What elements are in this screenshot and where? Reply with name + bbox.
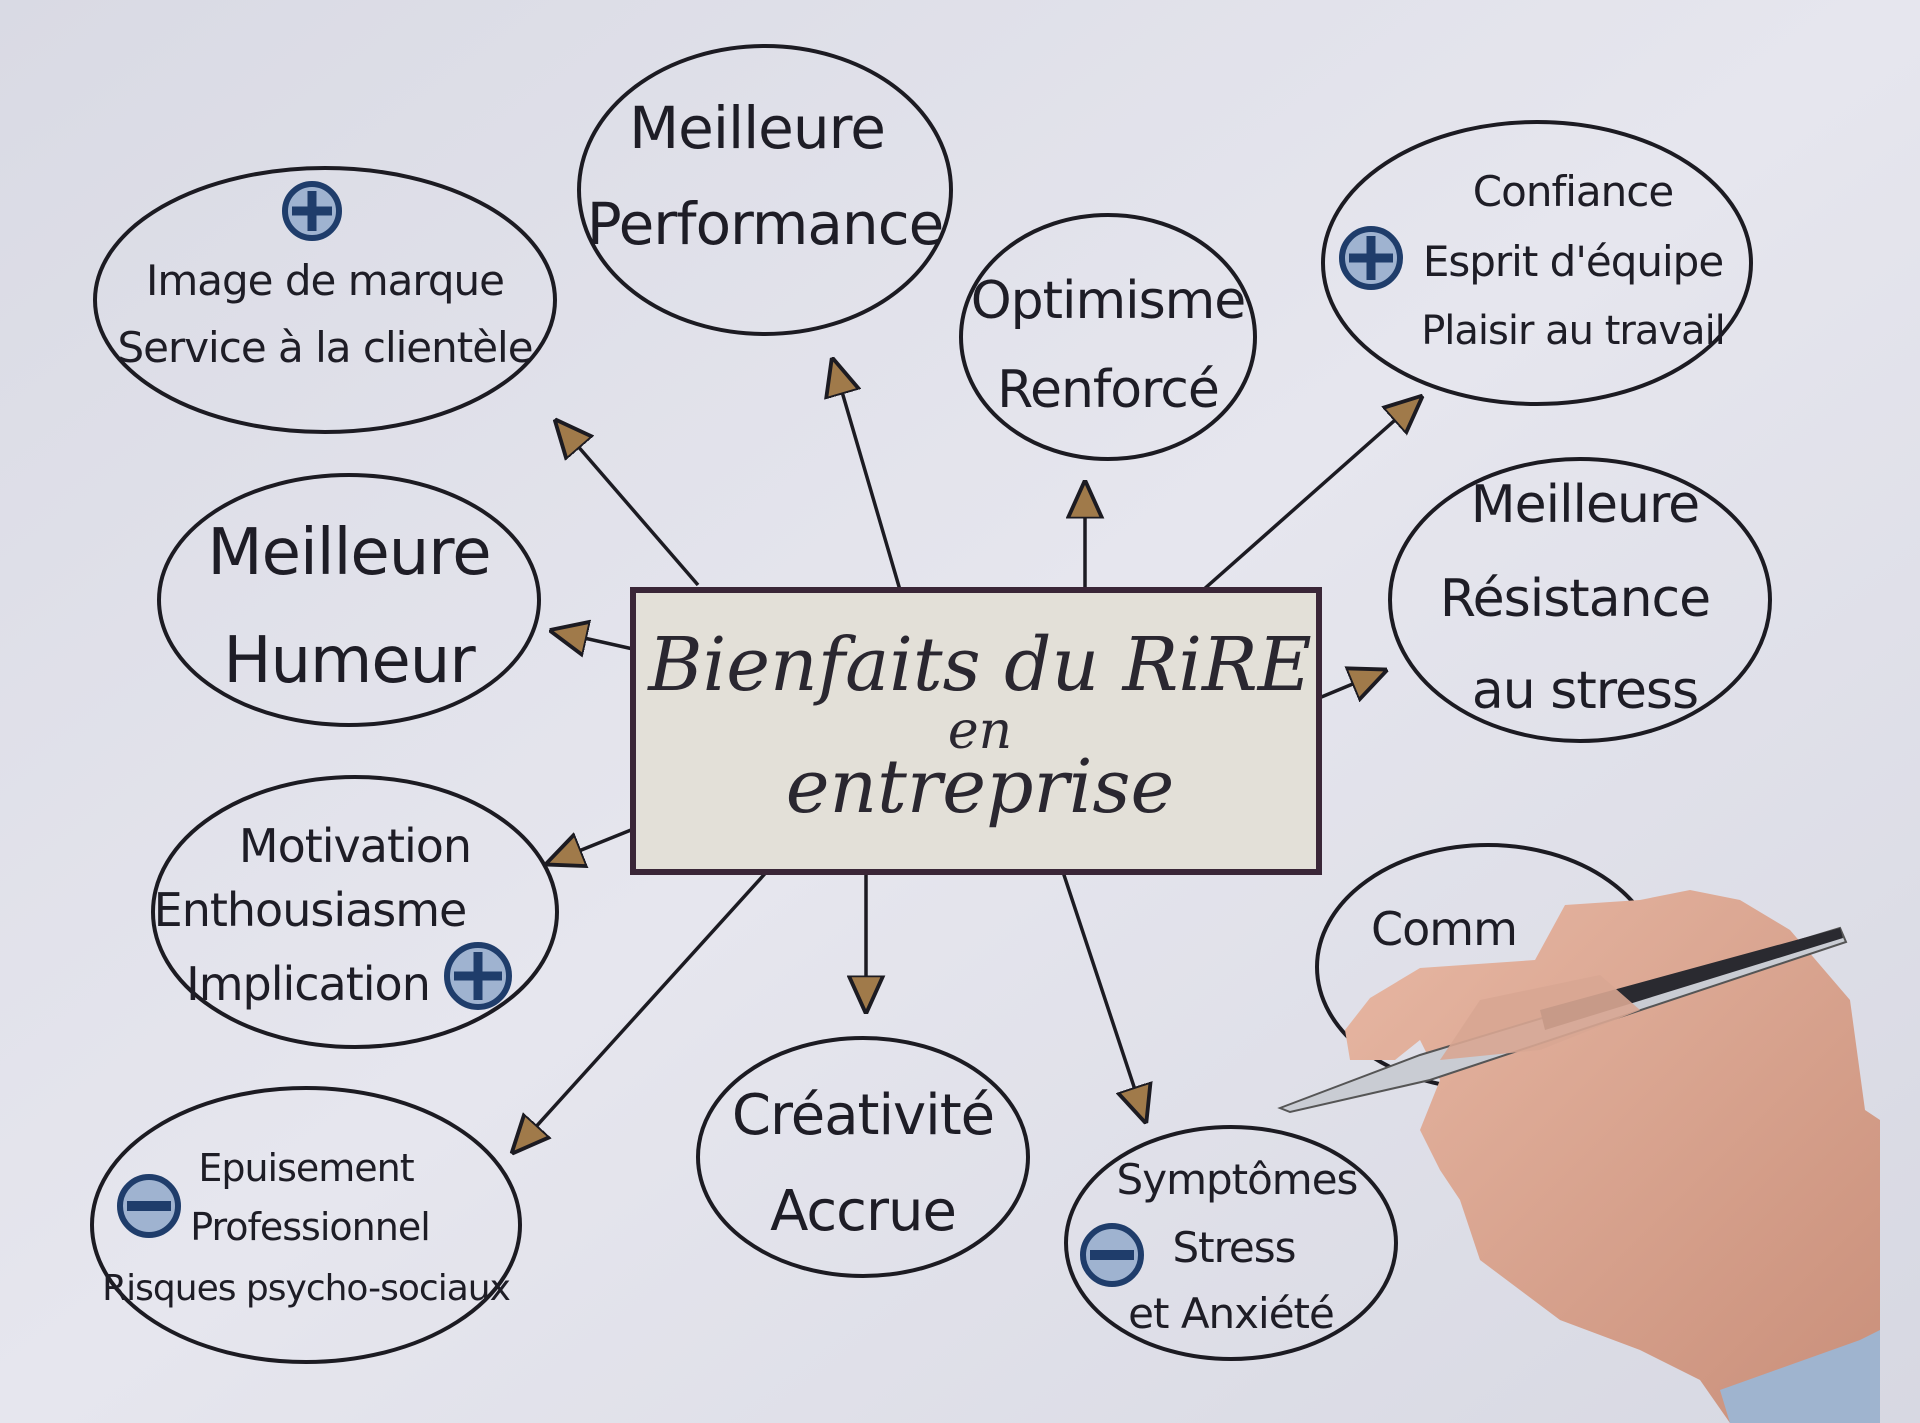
node-line: Motivation: [239, 819, 471, 873]
node-line: Symptômes: [1117, 1155, 1358, 1204]
node-line: Meilleure: [629, 94, 885, 162]
arrow-resistance: [1318, 671, 1384, 698]
node-outline: [1321, 120, 1753, 406]
node-line: Image de marque: [146, 256, 504, 305]
node-outline: [157, 473, 541, 727]
node-line: Esprit d'équipe: [1423, 237, 1723, 286]
arrow-symptomes: [1061, 871, 1145, 1120]
node-outline: [151, 775, 559, 1049]
minus-icon: [1080, 1223, 1144, 1287]
node-meilleure-performance: Meilleure Performance: [577, 44, 953, 336]
arrow-epuisement: [514, 865, 773, 1151]
plus-icon: [444, 942, 512, 1010]
node-line: Optimisme: [971, 271, 1246, 331]
center-title-line-1: Bienfaits du RiRE: [646, 622, 1312, 708]
node-confiance: Confiance Esprit d'équipe Plaisir au tra…: [1321, 120, 1753, 406]
node-line: Confiance: [1473, 167, 1673, 216]
minus-icon: [117, 1174, 181, 1238]
node-line: Meilleure: [1471, 475, 1699, 535]
arrow-confiance: [1192, 398, 1420, 600]
node-symptomes: Symptômes Stress et Anxiété: [1064, 1125, 1398, 1361]
arrow-humeur: [553, 631, 634, 649]
thumb: [1440, 975, 1640, 1060]
node-line: Accrue: [770, 1179, 956, 1244]
node-line: Professionnel: [190, 1205, 430, 1249]
plus-icon: [282, 181, 342, 241]
node-outline: [93, 166, 557, 434]
node-line: Stress: [1172, 1223, 1295, 1272]
node-epuisement: Epuisement Professionnel Risques psycho-…: [90, 1086, 522, 1364]
node-meilleure-resistance: Meilleure Résistance au stress: [1388, 457, 1772, 743]
node-outline: [1388, 457, 1772, 743]
node-motivation: Motivation Enthousiasme Implication: [151, 775, 559, 1049]
sleeve: [1720, 1330, 1880, 1423]
node-outline: [90, 1086, 522, 1364]
node-line: Performance: [587, 190, 944, 258]
arrow-performance: [833, 361, 902, 591]
node-line: Service à la clientèle: [117, 323, 532, 372]
node-line: et Anxiété: [1128, 1289, 1334, 1338]
node-creativite-accrue: Créativité Accrue: [696, 1036, 1030, 1278]
node-outline: [696, 1036, 1030, 1278]
plus-icon: [1339, 226, 1403, 290]
node-line: Résistance: [1440, 569, 1710, 629]
node-outline: [1064, 1125, 1398, 1361]
node-line: Risques psycho-sociaux: [102, 1268, 510, 1309]
node-line: Implication: [186, 957, 430, 1011]
node-line: Epuisement: [198, 1146, 413, 1190]
hand-with-pen: [1277, 890, 1880, 1423]
node-outline: [959, 213, 1257, 461]
center-box-frame: [630, 587, 1322, 875]
node-image-de-marque: Image de marque Service à la clientèle: [93, 166, 557, 434]
node-outline: [577, 44, 953, 336]
node-line: Enthousiasme: [154, 883, 467, 937]
node-line: Meilleure: [207, 516, 490, 590]
arrow-motivation: [549, 828, 632, 863]
node-line: Renforcé: [997, 360, 1219, 420]
center-title-line-2: en: [948, 701, 1012, 761]
node-optimisme-renforce: Optimisme Renforcé: [959, 213, 1257, 461]
node-line: Comm: [1371, 902, 1517, 956]
center-title-line-3: entreprise: [786, 744, 1175, 830]
node-line: Humeur: [223, 624, 476, 698]
center-box: Bienfaits du RiRE en entreprise: [630, 587, 1322, 875]
node-line: Plaisir au travail: [1421, 308, 1725, 354]
node-line: au stress: [1472, 661, 1698, 721]
arrow-image: [557, 422, 700, 587]
node-meilleure-humeur: Meilleure Humeur: [157, 473, 541, 727]
node-line: Créativité: [732, 1083, 994, 1148]
arrows: [514, 361, 1420, 1151]
